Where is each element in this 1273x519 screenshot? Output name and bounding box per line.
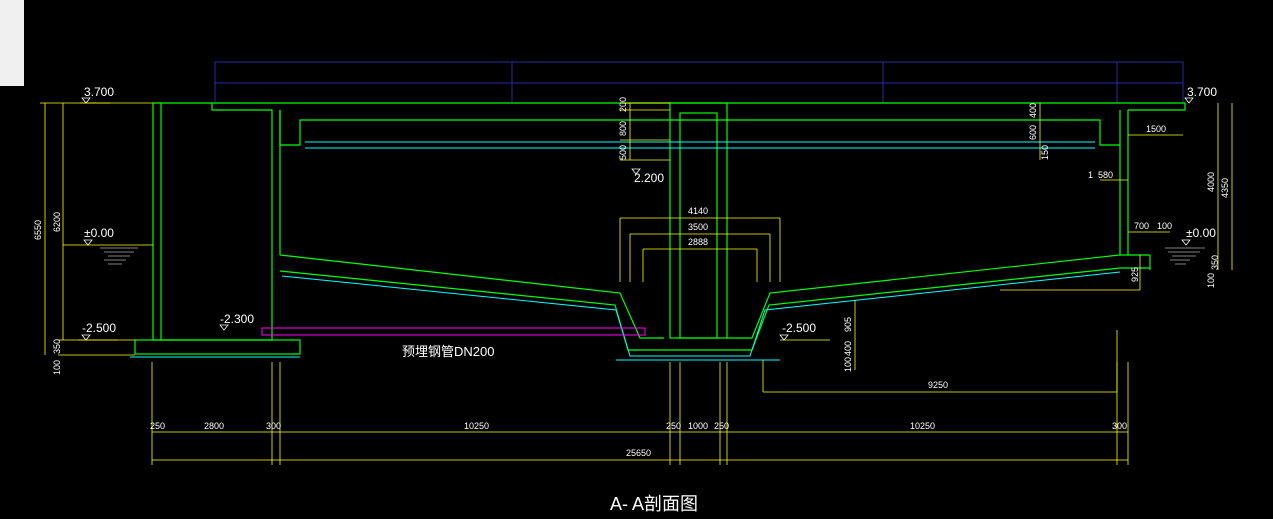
- dim-6550: 6550: [33, 220, 43, 240]
- dim-9250: 9250: [928, 380, 948, 390]
- elev-bottom-left: -2.500: [82, 321, 116, 335]
- elevation-markers: [81, 97, 1194, 341]
- window-corner: [0, 0, 24, 86]
- dim-800: 800: [618, 121, 628, 136]
- elev-bottom-center: -2.500: [782, 321, 816, 335]
- dim-400: 400: [843, 341, 853, 356]
- dimension-text: 6550 6200 350 100 200 800 500 4140 3500 …: [33, 97, 1230, 458]
- dim-seg-3: 10250: [464, 421, 489, 431]
- dim-200: 200: [618, 97, 628, 112]
- dim-700: 700: [1134, 221, 1149, 231]
- elev-pipe: -2.300: [220, 312, 254, 326]
- elev-top-left: 3.700: [84, 85, 114, 99]
- dim-100rb: 100: [1206, 273, 1216, 288]
- dim-100r: 100: [1157, 221, 1172, 231]
- dim-total: 25650: [626, 448, 651, 458]
- dim-4350: 4350: [1220, 178, 1230, 198]
- dim-925: 925: [1130, 267, 1140, 282]
- elev-center-platform: 2.200: [634, 171, 664, 185]
- top-walkway: [214, 61, 1184, 104]
- dim-100: 100: [52, 360, 62, 375]
- elev-zero-left: ±0.00: [84, 226, 114, 240]
- dim-seg-7: 10250: [910, 421, 935, 431]
- dim-150r: 150: [1040, 145, 1050, 160]
- dim-100c: 100: [843, 357, 853, 372]
- dim-1500: 1500: [1146, 124, 1166, 134]
- dim-4140: 4140: [688, 206, 708, 216]
- dim-1: 1: [1088, 170, 1093, 180]
- dim-400r: 400: [1028, 103, 1038, 118]
- drawing-labels: 3.700 3.700 ±0.00 ±0.00 -2.500 -2.500 -2…: [82, 85, 1217, 514]
- dim-4000: 4000: [1206, 172, 1216, 192]
- dim-seg-6: 250: [714, 421, 729, 431]
- dim-seg-0: 250: [150, 421, 165, 431]
- dim-seg-5: 1000: [688, 421, 708, 431]
- dim-500: 500: [618, 145, 628, 160]
- dim-seg-1: 2800: [204, 421, 224, 431]
- dim-350r: 350: [1210, 255, 1220, 270]
- dim-350: 350: [52, 339, 62, 354]
- dim-seg-4: 250: [666, 421, 681, 431]
- dim-6200: 6200: [52, 212, 62, 232]
- drawing-title: A- A剖面图: [610, 494, 698, 514]
- water-surface-lines: [130, 141, 1121, 361]
- dim-seg-2: 300: [266, 421, 281, 431]
- ground-hatch-left: [100, 247, 138, 265]
- dim-580: 580: [1098, 170, 1113, 180]
- dim-2888: 2888: [688, 237, 708, 247]
- dim-3500: 3500: [688, 222, 708, 232]
- embedded-pipe: [261, 327, 646, 336]
- pipe-label: 预埋钢管DN200: [402, 344, 494, 359]
- ground-hatch-right: [1165, 247, 1205, 265]
- dim-600r: 600: [1028, 125, 1038, 140]
- dim-seg-8: 300: [1112, 421, 1127, 431]
- dim-905: 905: [843, 317, 853, 332]
- elev-top-right: 3.700: [1187, 85, 1217, 99]
- elev-zero-right: ±0.00: [1186, 226, 1216, 240]
- dimension-lines: [40, 102, 1233, 465]
